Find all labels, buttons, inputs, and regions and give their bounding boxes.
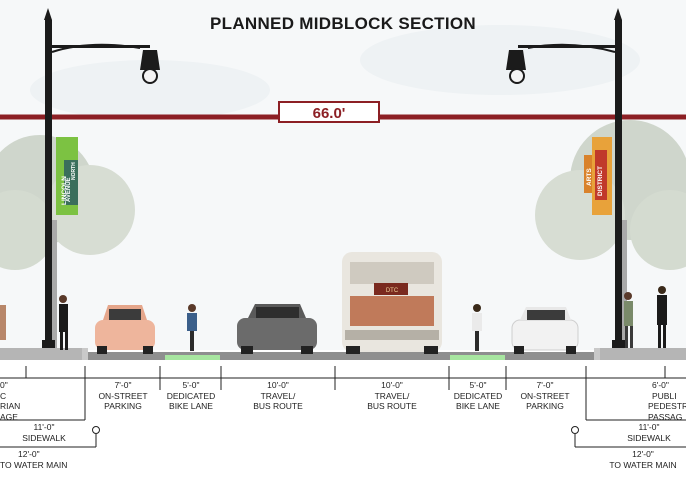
left-water-main-label: 12'-0" TO WATER MAIN — [0, 449, 90, 470]
zone-label-line2: PARKING — [526, 401, 564, 411]
zone-label-travel-right: 10'-0" TRAVEL/ BUS ROUTE — [344, 380, 440, 412]
right-bike-lane-marking — [450, 355, 505, 360]
left-street-light-icon — [42, 8, 160, 352]
zone-label-line2: BUS ROUTE — [367, 401, 417, 411]
zone-label-line2: PEDESTR — [648, 401, 686, 411]
edge-pedestrian-icon — [0, 305, 6, 340]
left-cyclist-icon — [187, 304, 197, 351]
zone-label-on-street-parking-left: 7'-0" ON-STREET PARKING — [90, 380, 156, 412]
zone-dim: 10'-0" — [267, 380, 289, 390]
right-parked-car-icon — [511, 307, 579, 354]
zone-label-line3: PASSAG — [648, 411, 683, 422]
right-cyclist-icon — [472, 304, 482, 351]
zone-label-line2: RIAN — [0, 401, 21, 411]
left-sidewalk — [0, 348, 82, 360]
zone-dim: 6'-0" — [652, 380, 669, 390]
water-main-dim: 12'-0" — [18, 449, 40, 459]
zone-label-line1: DEDICATED — [166, 390, 216, 401]
left-sidewalk-label: 11'-0" SIDEWALK — [14, 422, 74, 443]
zone-label-travel-left: 10'-0" TRAVEL/ BUS ROUTE — [230, 380, 326, 412]
left-banner — [56, 137, 78, 215]
right-pedestrian-icon — [624, 292, 633, 348]
zone-label-line1: DEDICATED — [453, 390, 503, 401]
left-banner-text-3: NORTH — [71, 150, 78, 190]
sidewalk-text: SIDEWALK — [22, 432, 66, 443]
right-banner — [584, 137, 612, 215]
zone-label-bike-lane-right: 5'-0" DEDICATED BIKE LANE — [448, 380, 508, 412]
zone-label-line2: BIKE LANE — [169, 401, 213, 411]
zone-dim: 7'-0" — [536, 380, 554, 390]
left-pedestrian-icon — [59, 295, 68, 350]
cloud — [360, 25, 640, 95]
right-pedestrian-icon — [657, 286, 667, 348]
right-banner-text-2-label: DISTRICT — [597, 166, 604, 196]
sidewalk-dim: 11'-0" — [33, 422, 55, 432]
page-title: PLANNED MIDBLOCK SECTION — [210, 14, 476, 33]
zone-label-line1: ON-STREET — [98, 390, 148, 401]
zone-label-line2: BIKE LANE — [456, 401, 500, 411]
zone-label-line1: PUBLI — [652, 390, 677, 401]
zone-dim: 7'-0" — [114, 380, 132, 390]
zone-label-line1: C — [0, 390, 7, 401]
zone-dim: 0" — [0, 380, 8, 390]
zone-label-line1: ON-STREET — [520, 390, 570, 401]
zone-dim: 5'-0" — [182, 380, 200, 390]
zone-dim: 5'-0" — [469, 380, 487, 390]
right-sidewalk — [600, 348, 686, 360]
zone-label-on-street-parking-right: 7'-0" ON-STREET PARKING — [512, 380, 578, 412]
right-water-main-label: 12'-0" TO WATER MAIN — [600, 449, 686, 470]
bus-icon — [342, 252, 442, 354]
zone-label-bike-lane-left: 5'-0" DEDICATED BIKE LANE — [161, 380, 221, 412]
water-main-dim: 12'-0" — [632, 449, 654, 459]
left-curb — [82, 348, 88, 360]
water-main-text: TO WATER MAIN — [0, 459, 68, 470]
zone-label-line2: PARKING — [104, 401, 142, 411]
left-travel-car-icon — [237, 304, 317, 354]
left-banner-text-3-label: NORTH — [71, 162, 77, 180]
zone-label-line1: TRAVEL/ — [374, 390, 410, 401]
water-main-text: TO WATER MAIN — [609, 459, 677, 470]
sidewalk-dim: 11'-0" — [638, 422, 660, 432]
roadway — [82, 352, 600, 360]
right-water-main-marker-icon — [571, 426, 579, 434]
overall-width-label: 66.0' — [278, 101, 380, 123]
cloud — [30, 60, 270, 120]
zone-label-line3: AGE — [0, 411, 18, 422]
left-parked-car-icon — [95, 305, 155, 354]
right-banner-text-1-label: ARTS — [586, 168, 593, 186]
left-bike-lane-marking — [165, 355, 220, 360]
sidewalk-text: SIDEWALK — [627, 432, 671, 443]
zone-label-line1: TRAVEL/ — [260, 390, 296, 401]
bus-destination-sign: DTC — [386, 288, 399, 294]
right-banner-text-2: DISTRICT — [596, 152, 607, 198]
left-water-main-marker-icon — [92, 426, 100, 434]
zone-label-left-passage: 0" C RIAN AGE — [0, 380, 30, 422]
right-curb — [594, 348, 600, 360]
zone-label-right-passage: 6'-0" PUBLI PEDESTR PASSAG — [648, 380, 686, 422]
zone-dim: 10'-0" — [381, 380, 403, 390]
right-sidewalk-label: 11'-0" SIDEWALK — [614, 422, 684, 443]
zone-label-line2: BUS ROUTE — [253, 401, 303, 411]
zone-dimension-lines — [0, 366, 686, 448]
